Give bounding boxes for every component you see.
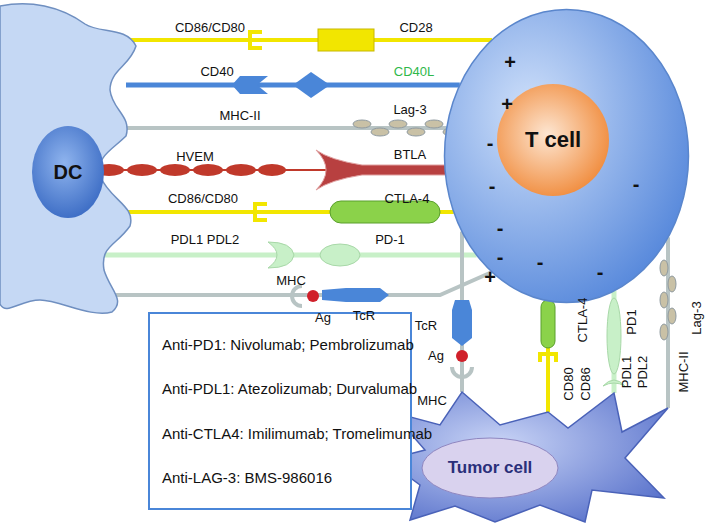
molecule-label: PDL1 — [620, 356, 634, 389]
signal-sign: - — [489, 175, 496, 197]
molecule-label: PD-1 — [375, 233, 405, 247]
lag3-bead — [371, 128, 389, 136]
tumor-nucleus — [422, 438, 558, 498]
cd28-receptor — [318, 29, 374, 51]
molecule-label: CD86/CD80 — [175, 21, 245, 35]
lag3-beads — [660, 260, 676, 340]
molecule-label: CD40 — [200, 65, 233, 79]
lag3-bead — [353, 120, 371, 128]
signal-sign: + — [501, 93, 513, 115]
molecule-label: CD40L — [394, 65, 434, 79]
molecule-label: CTLA-4 — [576, 298, 590, 343]
pdl1-ligand — [268, 242, 294, 268]
molecule-label: PDL2 — [636, 356, 650, 389]
cell-name: Tumor cell — [448, 458, 533, 478]
molecule-label: Lag-3 — [690, 301, 704, 334]
signal-sign: - — [497, 246, 504, 268]
drug-name-line: Anti-PDL1: Atezolizumab; Durvalumab — [162, 380, 398, 397]
cell-name: DC — [54, 161, 83, 184]
dc-nucleus — [32, 126, 104, 218]
drug-name-line: Anti-LAG-3: BMS-986016 — [162, 469, 398, 486]
molecule-label: Ag — [315, 311, 331, 325]
t-cell-nucleus — [497, 84, 609, 196]
lag3-bead — [668, 308, 676, 324]
signal-sign: + — [504, 51, 516, 73]
tumor-cell-outline — [384, 388, 672, 524]
tcr-receptor — [322, 288, 389, 302]
lag3-bead — [425, 120, 443, 128]
antigen — [456, 350, 468, 362]
btla-receptor — [316, 150, 455, 190]
hvem-bead — [193, 164, 223, 176]
drug-name-line: Anti-CTLA4: Imilimumab; Tromelimumab — [162, 425, 398, 442]
t-cell-outline — [443, 8, 690, 304]
hvem-bead — [127, 164, 157, 176]
molecule-label: Ag — [428, 349, 444, 363]
hvem-bead — [160, 164, 190, 176]
tumor-cell: Tumor cell — [384, 388, 672, 524]
molecule-label: MHC-II — [677, 351, 691, 392]
cd86-bracket — [255, 204, 267, 220]
molecule-connector — [82, 38, 492, 42]
signal-sign: - — [487, 132, 494, 154]
molecule-label: CD86/CD80 — [168, 192, 238, 206]
cell-name: T cell — [525, 127, 581, 153]
molecule-connector — [78, 272, 492, 295]
molecule-label: CD28 — [399, 21, 432, 35]
signal-sign: + — [484, 266, 496, 288]
molecule-label: PD1 — [625, 309, 639, 334]
lag3-bead — [660, 324, 668, 340]
signal-sign: - — [597, 261, 604, 283]
molecule-label: HVEM — [176, 150, 214, 164]
lag3-beads — [353, 120, 461, 136]
drug-name-line: Anti-PD1: Nivolumab; Pembrolizumab — [162, 336, 398, 353]
molecule-label: CD86 — [579, 367, 593, 400]
antigen — [307, 290, 319, 302]
drug-legend-box: Anti-PD1: Nivolumab; PembrolizumabAnti-P… — [148, 312, 412, 510]
ctla4-receptor — [541, 300, 555, 348]
tcr-receptor — [452, 300, 472, 346]
molecule-label: MHC — [417, 394, 447, 408]
signal-sign: - — [497, 217, 504, 239]
dc-body — [0, 4, 136, 313]
signal-sign: - — [633, 173, 640, 195]
lag3-bead — [668, 276, 676, 292]
cd40l-ligand — [293, 72, 330, 98]
molecule-label: MHC — [276, 274, 306, 288]
cd80-bracket — [540, 354, 556, 362]
molecule-label: MHC-II — [219, 109, 260, 123]
molecule-label: CTLA-4 — [385, 192, 430, 206]
cd86-bracket — [250, 32, 262, 48]
dendritic-cell-outline — [0, 0, 145, 318]
molecule-label: TcR — [353, 309, 375, 323]
dendritic-cell: DC — [0, 0, 145, 318]
molecule-label: Lag-3 — [393, 103, 426, 117]
molecule-label: BTLA — [394, 148, 427, 162]
molecule-connector — [126, 83, 460, 88]
signal-sign: - — [537, 251, 544, 273]
lag3-bead — [389, 120, 407, 128]
molecule-label: PDL1 PDL2 — [171, 233, 240, 247]
mhc-cup — [452, 367, 472, 377]
tumor-body — [386, 392, 668, 522]
molecule-label: CD80 — [562, 367, 576, 400]
t-cell: T cell — [443, 8, 690, 304]
lag3-bead — [407, 128, 425, 136]
t-cell-body — [445, 10, 689, 303]
hvem-bead — [258, 164, 286, 176]
pd1-receptor — [320, 244, 360, 266]
lag3-bead — [660, 260, 668, 276]
lag3-bead — [660, 292, 668, 308]
hvem-bead — [226, 164, 256, 176]
cd40-receptor — [232, 76, 268, 94]
molecule-label: TcR — [415, 319, 437, 333]
mhc-cup — [292, 286, 302, 306]
